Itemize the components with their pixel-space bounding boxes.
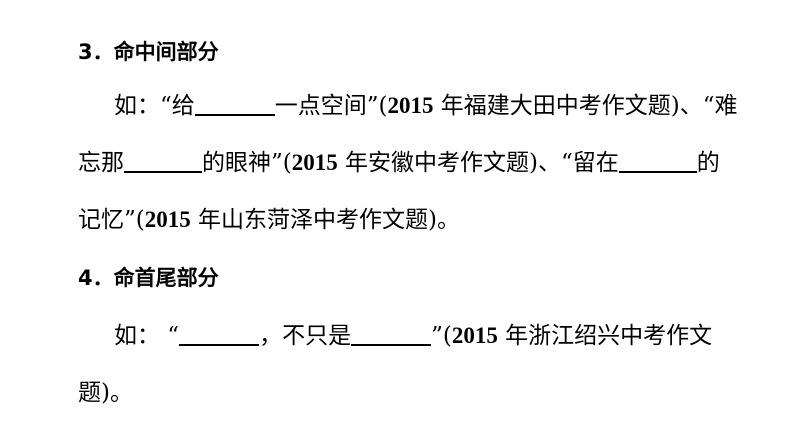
text: 年安徽中考作文题)、“留在 (337, 150, 619, 176)
text: 忘那 (78, 150, 124, 176)
fill-in-blank (124, 149, 202, 173)
text: 如：“给 (114, 93, 195, 119)
fill-in-blank (179, 322, 260, 346)
section-4-example-line-1: 如： “ ，不只是 ”(2015 年浙江绍兴中考作文 (114, 321, 712, 351)
text: 年山东菏泽中考作文题)。 (190, 207, 461, 233)
fill-in-blank (194, 92, 275, 116)
section-3-example-line-1: 如：“给 一点空间”(2015 年福建大田中考作文题)、“难 (114, 91, 738, 121)
text: ”( (431, 323, 452, 349)
section-4-heading: 4．命首尾部分 (78, 263, 219, 293)
section-4-example-line-2: 题)。 (78, 378, 133, 408)
fill-in-blank (618, 149, 697, 173)
text: 年浙江绍兴中考作文 (497, 323, 713, 349)
year: 2015 (451, 323, 498, 348)
year: 2015 (144, 207, 191, 232)
text: 题)。 (78, 380, 133, 406)
text: 年福建大田中考作文题)、“难 (433, 93, 738, 119)
fill-in-blank (351, 322, 432, 346)
year: 2015 (387, 93, 434, 118)
text: 的 (696, 150, 720, 176)
section-3-heading: 3．命中间部分 (78, 37, 219, 67)
year: 2015 (291, 150, 338, 175)
section-4-heading-text: 4．命首尾部分 (78, 266, 219, 290)
section-3-example-line-2: 忘那 的眼神”(2015 年安徽中考作文题)、“留在 的 (78, 148, 720, 178)
text: 的眼神”( (202, 150, 292, 176)
text: 如： “ (114, 323, 180, 349)
section-3-example-line-3: 记忆”(2015 年山东菏泽中考作文题)。 (78, 205, 460, 235)
text: ，不只是 (259, 323, 352, 349)
text: 一点空间”( (274, 93, 388, 119)
section-3-heading-text: 3．命中间部分 (78, 40, 219, 64)
text: 记忆”( (78, 207, 145, 233)
